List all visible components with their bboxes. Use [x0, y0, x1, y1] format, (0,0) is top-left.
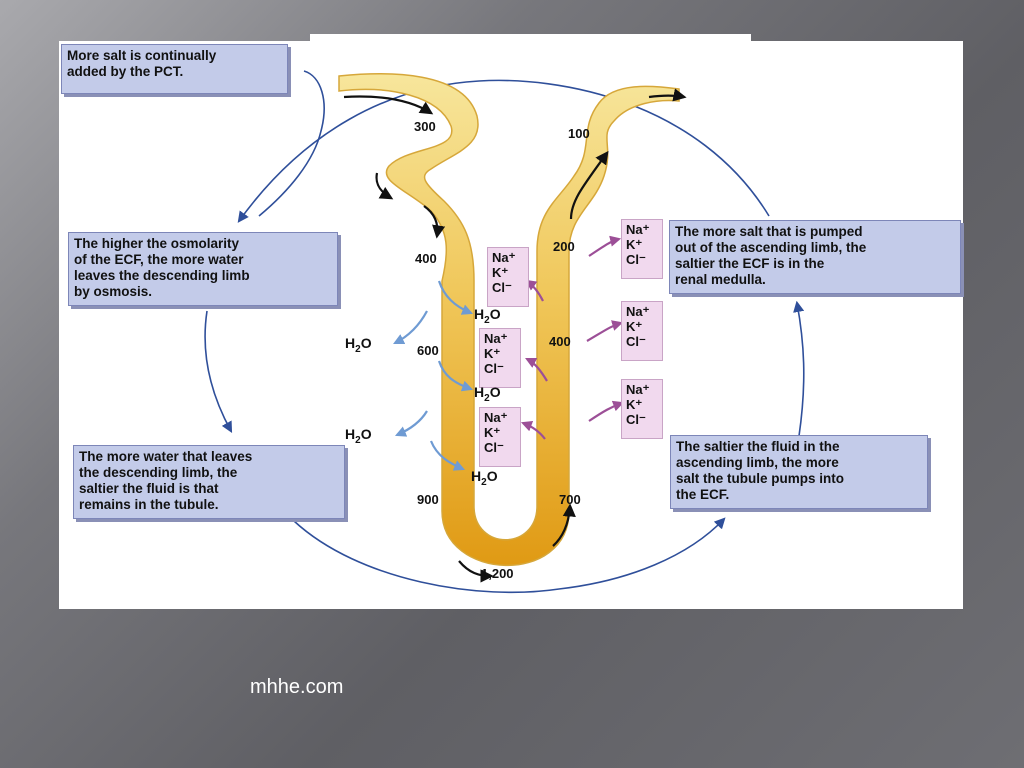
water-label-4: H2O	[345, 426, 372, 446]
water-label-5: H2O	[471, 468, 498, 488]
osmolarity-100: 100	[568, 126, 590, 141]
loop-of-henle-figure: 300 400 600 900 1,200 700 400 200 100 Na…	[59, 41, 963, 609]
caption-saltier-fluid: The saltier the fluid in the ascending l…	[670, 435, 928, 509]
ion-box-outer-3: Na⁺ K⁺ Cl⁻	[621, 379, 663, 439]
source-credit: mhhe.com	[250, 676, 344, 698]
caption-osmolarity: The higher the osmolarity of the ECF, th…	[68, 232, 338, 306]
osmolarity-400-descending: 400	[415, 251, 437, 266]
diagram-canvas	[204, 70, 805, 594]
osmolarity-600: 600	[417, 343, 439, 358]
caption-water-leaves: The more water that leaves the descendin…	[73, 445, 345, 519]
osmolarity-300: 300	[414, 119, 436, 134]
water-label-3: H2O	[474, 384, 501, 404]
water-label-1: H2O	[474, 306, 501, 326]
ion-box-outer-1: Na⁺ K⁺ Cl⁻	[621, 219, 663, 279]
osmolarity-400-ascending: 400	[549, 334, 571, 349]
ion-box-inner-1: Na⁺ K⁺ Cl⁻	[487, 247, 529, 307]
ion-arrows	[520, 235, 625, 440]
ion-box-inner-2: Na⁺ K⁺ Cl⁻	[479, 328, 521, 388]
caption-salt-pumped: The more salt that is pumped out of the …	[669, 220, 961, 294]
slide-top-bar	[310, 34, 751, 42]
caption-pct: More salt is continually added by the PC…	[61, 44, 288, 94]
water-arrows	[393, 280, 474, 471]
osmolarity-900: 900	[417, 492, 439, 507]
ion-box-inner-3: Na⁺ K⁺ Cl⁻	[479, 407, 521, 467]
water-label-2: H2O	[345, 335, 372, 355]
flow-arrows	[343, 88, 687, 583]
osmolarity-200: 200	[553, 239, 575, 254]
ion-box-outer-2: Na⁺ K⁺ Cl⁻	[621, 301, 663, 361]
feedback-loop-arrows	[204, 70, 805, 594]
osmolarity-700: 700	[559, 492, 581, 507]
osmolarity-1200: 1,200	[481, 566, 514, 581]
